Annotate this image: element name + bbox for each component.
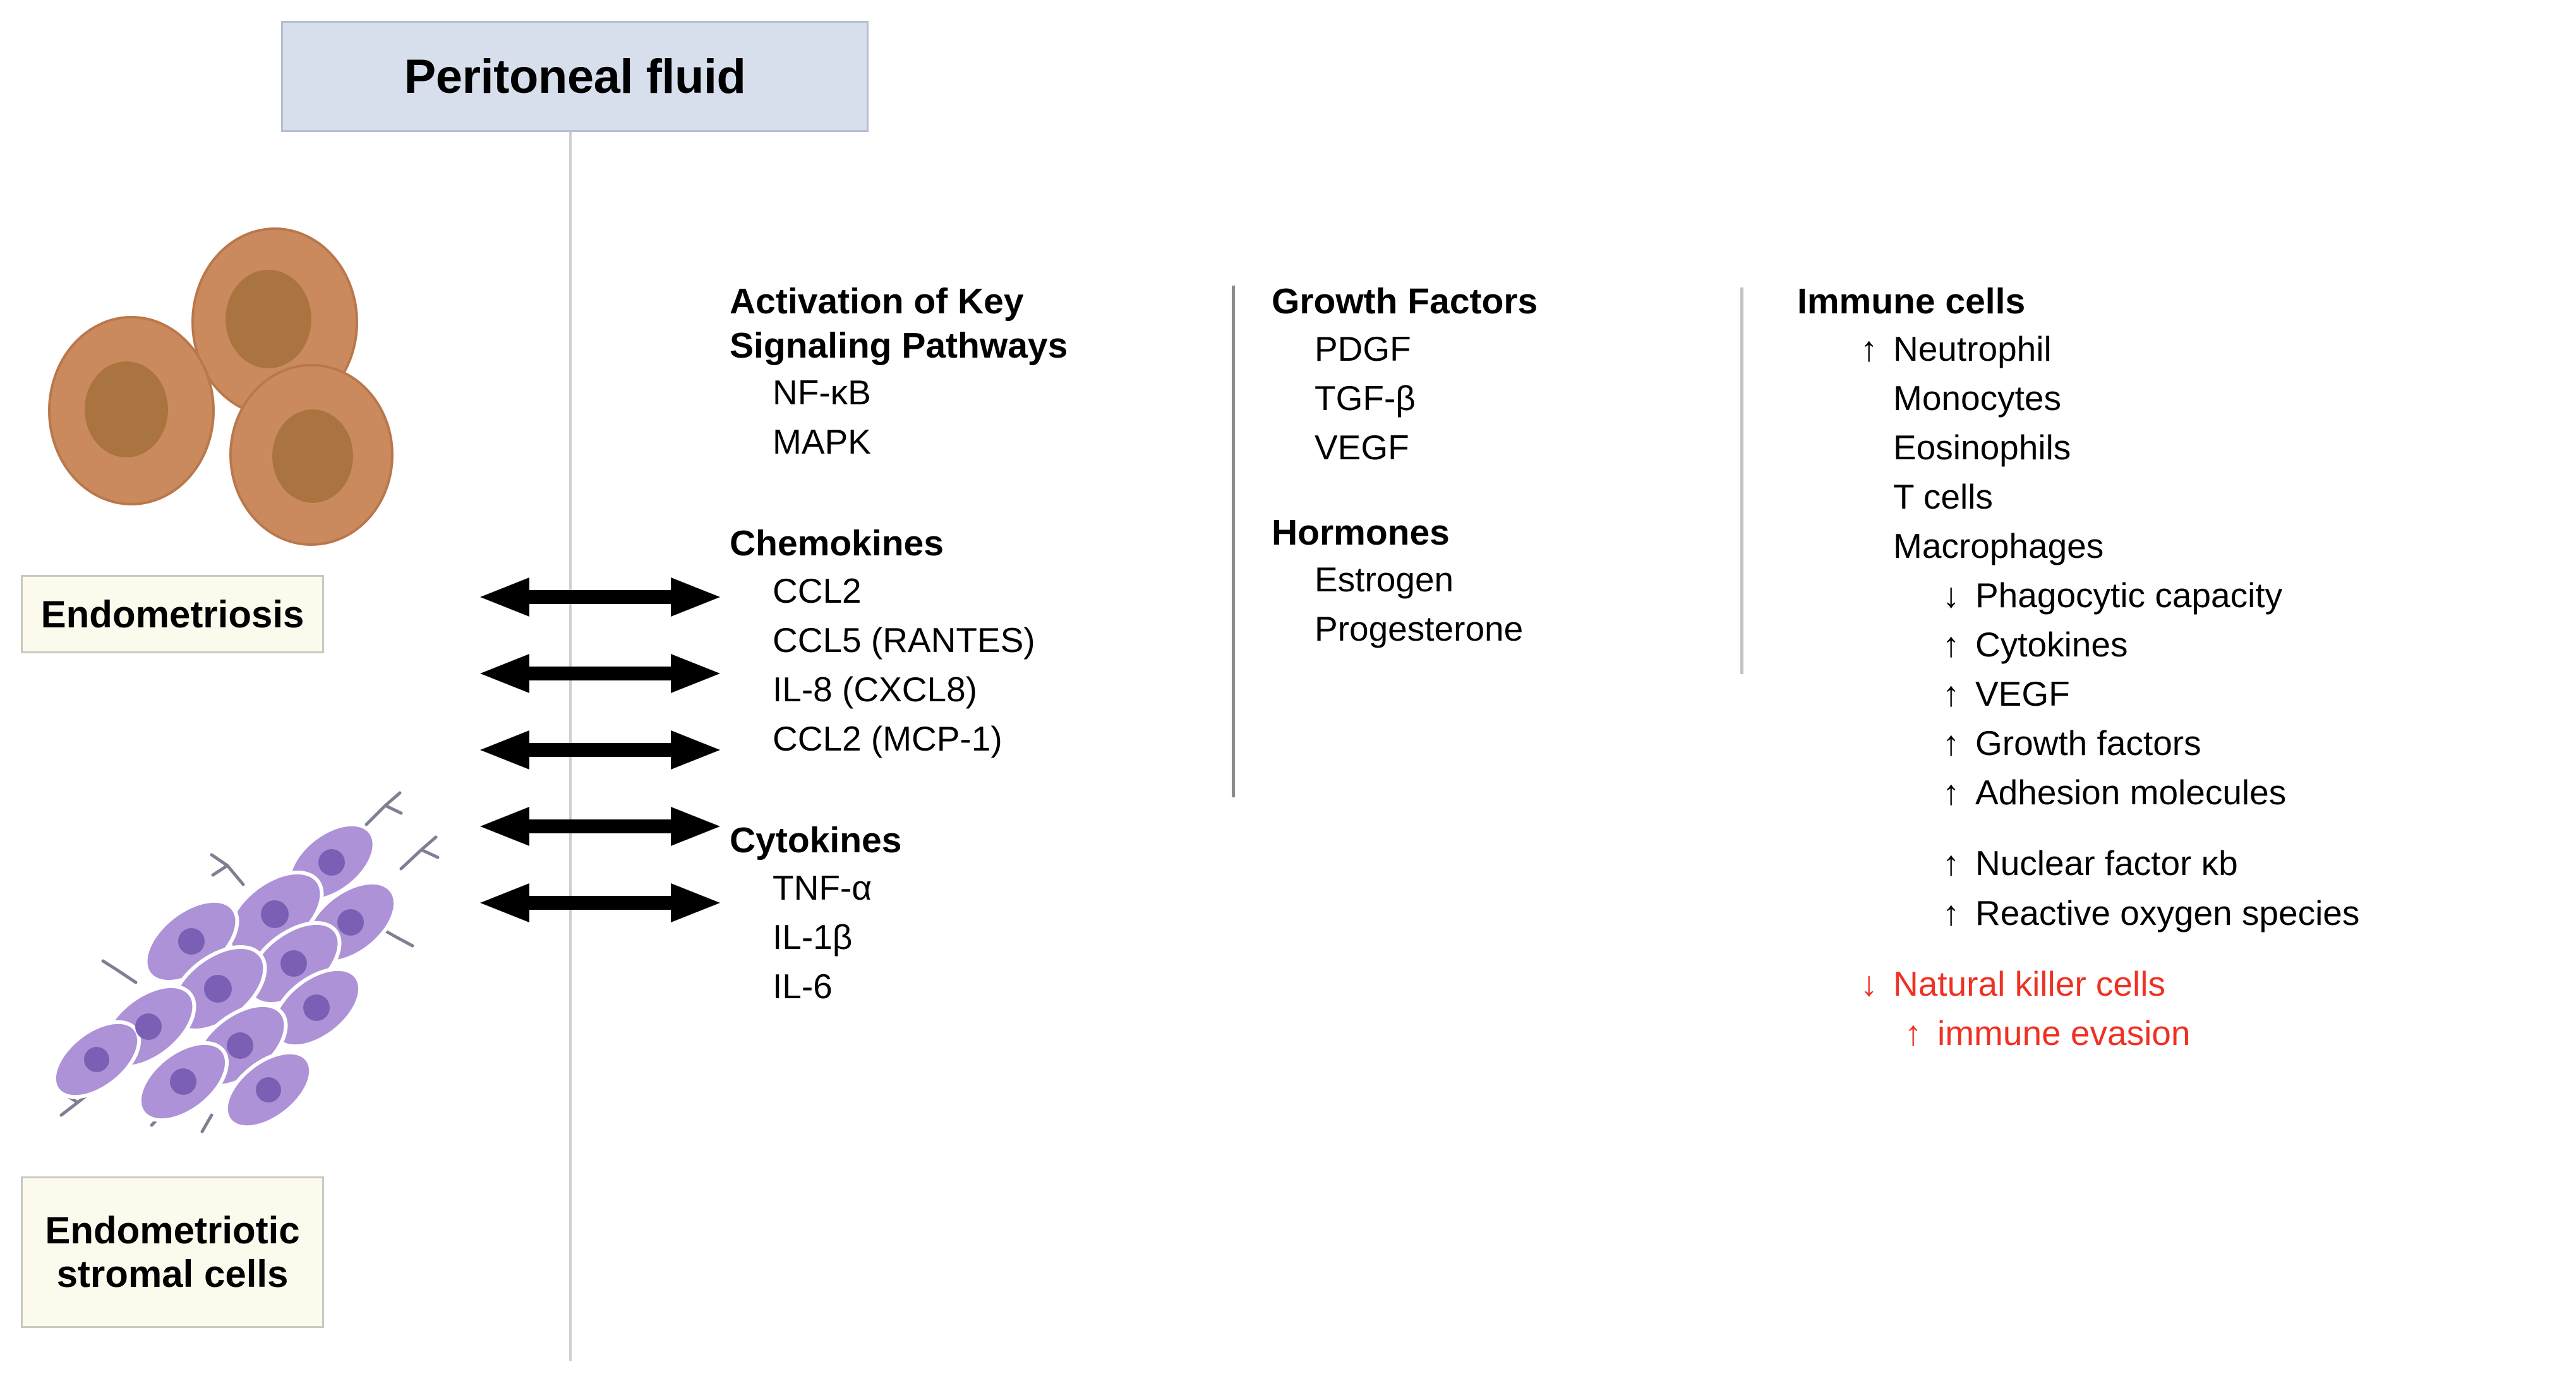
- group-heading: Growth Factors: [1272, 281, 1538, 322]
- peritoneal-fluid-box: Peritoneal fluid: [281, 21, 869, 132]
- list-item-immune-evasion: ↑ immune evasion: [1797, 1008, 2568, 1058]
- up-arrow-icon: ↑: [1942, 773, 1960, 812]
- list-item-eosinophils: Eosinophils: [1797, 423, 2568, 472]
- list-item: CCL5 (RANTES): [773, 620, 1035, 660]
- endometriosis-label-box: Endometriosis: [21, 575, 324, 653]
- list-item: VEGF: [1315, 427, 1409, 467]
- down-arrow-icon: ↓: [1942, 576, 1960, 615]
- list-item-t-cells: T cells: [1797, 472, 2568, 521]
- list-item: Estrogen: [1315, 560, 1454, 600]
- group-heading: Cytokines: [730, 820, 902, 861]
- down-arrow-icon: ↓: [1860, 963, 1878, 1003]
- list-item-label: Neutrophil: [1893, 329, 2052, 368]
- up-arrow-icon: ↑: [1860, 329, 1878, 368]
- group-chemokines: Chemokines CCL2 CCL5 (RANTES) IL-8 (CXCL…: [730, 522, 1210, 763]
- column-divider-1: [1232, 286, 1235, 797]
- list-item: IL-1β: [773, 917, 853, 957]
- list-item: TGF-β: [1315, 378, 1416, 418]
- up-arrow-icon: ↑: [1942, 674, 1960, 714]
- group-growth-factors: Growth Factors PDGF TGF-β VEGF: [1272, 280, 1714, 472]
- list-item: IL-6: [773, 966, 833, 1006]
- up-arrow-icon: ↑: [1905, 1013, 1922, 1053]
- list-item-nuclear-factor-kb: ↑ Nuclear factor κb: [1797, 838, 2568, 888]
- list-item-adhesion-molecules: ↑ Adhesion molecules: [1797, 768, 2568, 817]
- list-item-label: Adhesion molecules: [1975, 773, 2287, 812]
- bidirectional-arrow: [480, 804, 720, 848]
- bidirectional-arrow: [480, 651, 720, 696]
- endometriosis-cells-illustration: [16, 227, 420, 550]
- group-hormones: Hormones Estrogen Progesterone: [1272, 511, 1714, 654]
- list-item-label: Phagocytic capacity: [1975, 576, 2283, 615]
- list-item-macrophages: Macrophages: [1797, 521, 2568, 571]
- group-heading: Hormones: [1272, 512, 1450, 553]
- list-item-cytokines: ↑ Cytokines: [1797, 620, 2568, 669]
- up-arrow-icon: ↑: [1942, 893, 1960, 933]
- list-item: PDGF: [1315, 329, 1411, 368]
- list-item-natural-killer-cells: ↓ Natural killer cells: [1797, 959, 2568, 1008]
- stromal-label-line1: Endometriotic: [45, 1209, 300, 1252]
- group-heading: Activation of Key Signaling Pathways: [730, 281, 1068, 366]
- list-item-label: Reactive oxygen species: [1975, 893, 2360, 933]
- list-item-reactive-oxygen-species: ↑ Reactive oxygen species: [1797, 888, 2568, 938]
- list-item-label: Cytokines: [1975, 625, 2128, 665]
- list-item: TNF-α: [773, 867, 872, 907]
- peritoneal-fluid-label: Peritoneal fluid: [404, 49, 746, 104]
- bidirectional-arrow: [480, 575, 720, 619]
- list-item-vegf: ↑ VEGF: [1797, 669, 2568, 718]
- up-arrow-icon: ↑: [1942, 843, 1960, 883]
- list-item-phagocytic-capacity: ↓ Phagocytic capacity: [1797, 571, 2568, 620]
- list-item: IL-8 (CXCL8): [773, 669, 977, 709]
- bidirectional-arrow: [480, 728, 720, 772]
- list-item-growth-factors: ↑ Growth factors: [1797, 718, 2568, 768]
- endometriosis-label: Endometriosis: [40, 593, 304, 636]
- list-item: CCL2 (MCP-1): [773, 719, 1002, 759]
- up-arrow-icon: ↑: [1942, 723, 1960, 763]
- column-immune-cells: Immune cells ↑ Neutrophil Monocytes Eosin…: [1797, 280, 2568, 1058]
- list-item: MAPK: [773, 422, 871, 462]
- group-cytokines: Cytokines TNF-α IL-1β IL-6: [730, 819, 1210, 1011]
- list-item-label: Growth factors: [1975, 723, 2201, 763]
- list-item-label: T cells: [1893, 476, 1993, 516]
- list-item-label: Natural killer cells: [1893, 963, 2165, 1003]
- list-item-label: Monocytes: [1893, 378, 2061, 418]
- list-item: NF-κB: [773, 373, 871, 413]
- list-item-label: VEGF: [1975, 674, 2070, 714]
- list-item-label: immune evasion: [1937, 1013, 2191, 1053]
- column-growth-factors-hormones: Growth Factors PDGF TGF-β VEGF Hormones …: [1272, 280, 1714, 654]
- column-divider-2: [1740, 287, 1743, 674]
- group-activation-pathways: Activation of Key Signaling Pathways NF-…: [730, 280, 1210, 466]
- list-item: CCL2: [773, 571, 862, 610]
- group-heading: Chemokines: [730, 523, 944, 564]
- list-item: Progesterone: [1315, 609, 1524, 649]
- group-heading-immune-cells: Immune cells: [1797, 281, 2026, 322]
- list-item-label: Macrophages: [1893, 526, 2104, 565]
- list-item-neutrophil: ↑ Neutrophil: [1797, 324, 2568, 373]
- up-arrow-icon: ↑: [1942, 625, 1960, 665]
- list-item-monocytes: Monocytes: [1797, 373, 2568, 423]
- column-signaling-chemokines-cytokines: Activation of Key Signaling Pathways NF-…: [730, 280, 1210, 1011]
- list-item-label: Nuclear factor κb: [1975, 843, 2238, 883]
- endometriotic-stromal-cells-illustration: [22, 774, 452, 1134]
- bidirectional-arrow: [480, 881, 720, 925]
- list-item-label: Eosinophils: [1893, 427, 2071, 467]
- stromal-label-line2: stromal cells: [56, 1253, 289, 1295]
